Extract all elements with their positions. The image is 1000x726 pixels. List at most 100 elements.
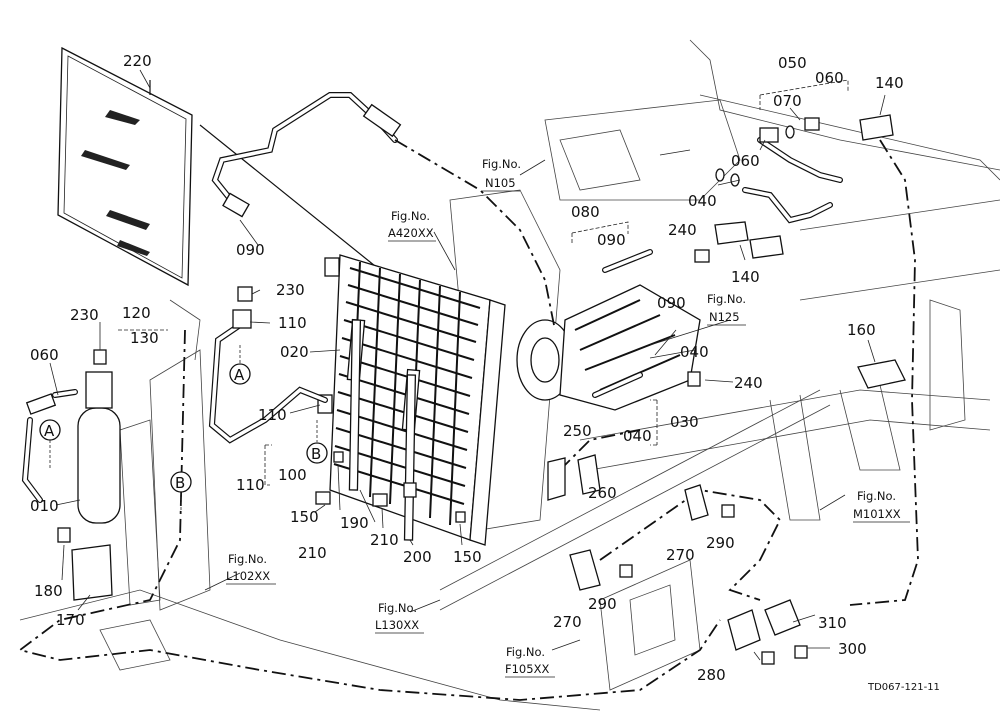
compressor[interactable] bbox=[516, 249, 710, 411]
screen-220[interactable] bbox=[57, 46, 193, 287]
label-150a[interactable]: 150 bbox=[290, 508, 319, 526]
label-130[interactable]: 130 bbox=[130, 329, 159, 347]
pipes-upper-right bbox=[715, 117, 843, 224]
bracket-200[interactable] bbox=[403, 374, 417, 541]
label-110c[interactable]: 110 bbox=[236, 476, 265, 494]
fig-ref-a420[interactable]: Fig.No. A420XX bbox=[388, 209, 436, 242]
label-280[interactable]: 280 bbox=[697, 666, 726, 684]
label-170[interactable]: 170 bbox=[56, 611, 85, 629]
label-210a[interactable]: 210 bbox=[298, 544, 327, 562]
svg-text:Fig.No.: Fig.No. bbox=[857, 489, 896, 503]
svg-text:Fig.No.: Fig.No. bbox=[482, 157, 521, 171]
clips-150[interactable] bbox=[333, 451, 466, 523]
fig-ref-n105[interactable]: Fig.No. N105 bbox=[482, 157, 521, 192]
connector-a-upper[interactable]: A bbox=[229, 345, 251, 385]
label-030[interactable]: 030 bbox=[670, 413, 699, 431]
fig-ref-l102[interactable]: Fig.No. L102XX bbox=[226, 552, 276, 585]
background-frame bbox=[19, 39, 1000, 711]
svg-text:L130XX: L130XX bbox=[375, 618, 419, 632]
svg-text:L102XX: L102XX bbox=[226, 569, 270, 583]
label-140a[interactable]: 140 bbox=[875, 74, 904, 92]
svg-text:Fig.No.: Fig.No. bbox=[228, 552, 267, 566]
label-220[interactable]: 220 bbox=[123, 52, 152, 70]
label-010[interactable]: 010 bbox=[30, 497, 59, 515]
bracket-310[interactable] bbox=[727, 599, 808, 665]
part-labels: 220 230 120 130 060 010 180 170 090 230 … bbox=[30, 52, 904, 684]
pipe-left bbox=[21, 389, 78, 503]
label-100[interactable]: 100 bbox=[278, 466, 307, 484]
label-210b[interactable]: 210 bbox=[370, 531, 399, 549]
svg-text:A420XX: A420XX bbox=[388, 226, 434, 240]
label-110b[interactable]: 110 bbox=[258, 406, 287, 424]
figure-references: Fig.No. N105 Fig.No. A420XX Fig.No. N125… bbox=[226, 157, 910, 678]
label-160[interactable]: 160 bbox=[847, 321, 876, 339]
label-200[interactable]: 200 bbox=[403, 548, 432, 566]
sleeves-140[interactable] bbox=[714, 114, 894, 259]
label-240a[interactable]: 240 bbox=[668, 221, 697, 239]
label-040a[interactable]: 040 bbox=[688, 192, 717, 210]
label-060b[interactable]: 060 bbox=[815, 69, 844, 87]
bracket-190[interactable] bbox=[348, 319, 362, 491]
receiver-drier-010[interactable] bbox=[57, 349, 121, 601]
connector-b-right[interactable]: B bbox=[170, 471, 192, 510]
svg-text:Fig.No.: Fig.No. bbox=[707, 292, 746, 306]
label-300[interactable]: 300 bbox=[838, 640, 867, 658]
label-140b[interactable]: 140 bbox=[731, 268, 760, 286]
fig-ref-n125[interactable]: Fig.No. N125 bbox=[707, 292, 746, 326]
pad-160[interactable] bbox=[857, 359, 906, 389]
label-270b[interactable]: 270 bbox=[553, 613, 582, 631]
label-040c[interactable]: 040 bbox=[623, 427, 652, 445]
label-310[interactable]: 310 bbox=[818, 614, 847, 632]
pipe-loop-100 bbox=[208, 286, 328, 444]
drawing-code: TD067-121-11 bbox=[867, 682, 940, 693]
label-110a[interactable]: 110 bbox=[278, 314, 307, 332]
svg-text:Fig.No.: Fig.No. bbox=[378, 601, 417, 615]
label-230b[interactable]: 230 bbox=[276, 281, 305, 299]
pipe-upper bbox=[211, 92, 402, 218]
fig-ref-l130[interactable]: Fig.No. L130XX bbox=[375, 601, 424, 634]
svg-text:N125: N125 bbox=[709, 310, 740, 324]
label-020[interactable]: 020 bbox=[280, 343, 309, 361]
grouping-brackets bbox=[118, 79, 849, 486]
connector-markers: A A B B bbox=[39, 345, 328, 510]
label-230a[interactable]: 230 bbox=[70, 306, 99, 324]
leader-lines bbox=[49, 69, 886, 661]
connector-a-left[interactable]: A bbox=[39, 419, 61, 470]
label-060a[interactable]: 060 bbox=[30, 346, 59, 364]
svg-text:M101XX: M101XX bbox=[853, 507, 901, 521]
svg-text:A: A bbox=[234, 366, 245, 384]
label-190[interactable]: 190 bbox=[340, 514, 369, 532]
label-240b[interactable]: 240 bbox=[734, 374, 763, 392]
label-180[interactable]: 180 bbox=[34, 582, 63, 600]
hose-routing bbox=[17, 139, 919, 701]
label-040b[interactable]: 040 bbox=[680, 343, 709, 361]
bracket-250-260[interactable] bbox=[547, 454, 601, 501]
label-120[interactable]: 120 bbox=[122, 304, 151, 322]
label-270a[interactable]: 270 bbox=[666, 546, 695, 564]
label-290a[interactable]: 290 bbox=[706, 534, 735, 552]
clamps-270-290[interactable] bbox=[569, 484, 735, 591]
svg-text:B: B bbox=[311, 445, 321, 463]
label-250[interactable]: 250 bbox=[563, 422, 592, 440]
svg-text:F105XX: F105XX bbox=[505, 662, 549, 676]
label-050[interactable]: 050 bbox=[778, 54, 807, 72]
label-090c[interactable]: 090 bbox=[657, 294, 686, 312]
svg-text:Fig.No.: Fig.No. bbox=[391, 209, 430, 223]
fig-ref-f105[interactable]: Fig.No. F105XX bbox=[505, 645, 555, 678]
label-070[interactable]: 070 bbox=[773, 92, 802, 110]
label-090a[interactable]: 090 bbox=[236, 241, 265, 259]
label-080[interactable]: 080 bbox=[571, 203, 600, 221]
label-260[interactable]: 260 bbox=[588, 484, 617, 502]
connector-b-mid[interactable]: B bbox=[306, 420, 328, 464]
label-150b[interactable]: 150 bbox=[453, 548, 482, 566]
label-060c[interactable]: 060 bbox=[731, 152, 760, 170]
label-090b[interactable]: 090 bbox=[597, 231, 626, 249]
svg-text:Fig.No.: Fig.No. bbox=[506, 645, 545, 659]
label-290b[interactable]: 290 bbox=[588, 595, 617, 613]
svg-text:A: A bbox=[44, 422, 55, 440]
svg-text:B: B bbox=[175, 474, 185, 492]
bolts-210[interactable] bbox=[315, 491, 388, 507]
fig-ref-m101[interactable]: Fig.No. M101XX bbox=[853, 489, 910, 523]
